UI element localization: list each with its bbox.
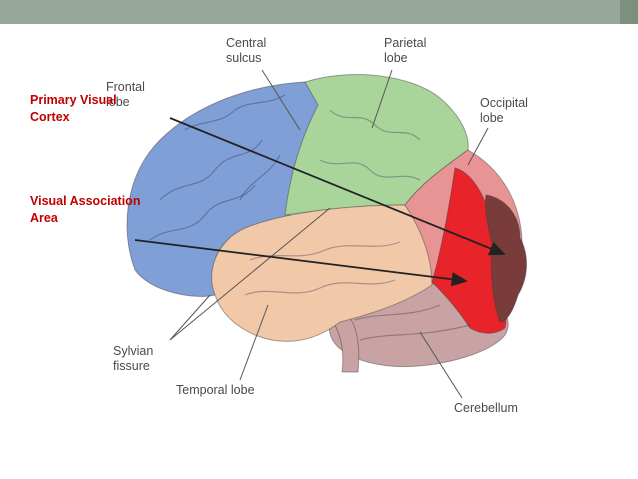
leader-temporal-lobe [239,304,269,381]
callout-primary-visual-cortex: Primary Visual Cortex [30,93,117,124]
leader-occipital-lobe [467,127,489,166]
callout-visual-association-area: Visual Association Area [30,194,141,225]
label-frontal-lobe: Frontal lobe [106,80,145,109]
header-bar-accent [620,0,638,24]
label-occipital-lobe: Occipital lobe [480,96,528,125]
label-cerebellum: Cerebellum [454,401,518,415]
brainstem-region [328,317,360,373]
header-bar [0,0,638,24]
label-temporal-lobe: Temporal lobe [176,383,255,397]
leader-central-sulcus [261,69,301,131]
leader-sylvian-b [169,294,211,341]
leader-parietal-lobe [371,69,393,129]
label-central-sulcus: Central sulcus [226,36,267,65]
leader-cerebellum [419,331,463,399]
primary-visual-cortex-arrow [169,117,506,256]
label-parietal-lobe: Parietal lobe [384,36,427,65]
label-sylvian-fissure: Sylvian fissure [113,344,154,373]
leader-lines [169,69,489,399]
gyri-texture [149,94,471,341]
leader-sylvian-a [169,207,331,341]
visual-association-area-arrow [134,239,468,287]
